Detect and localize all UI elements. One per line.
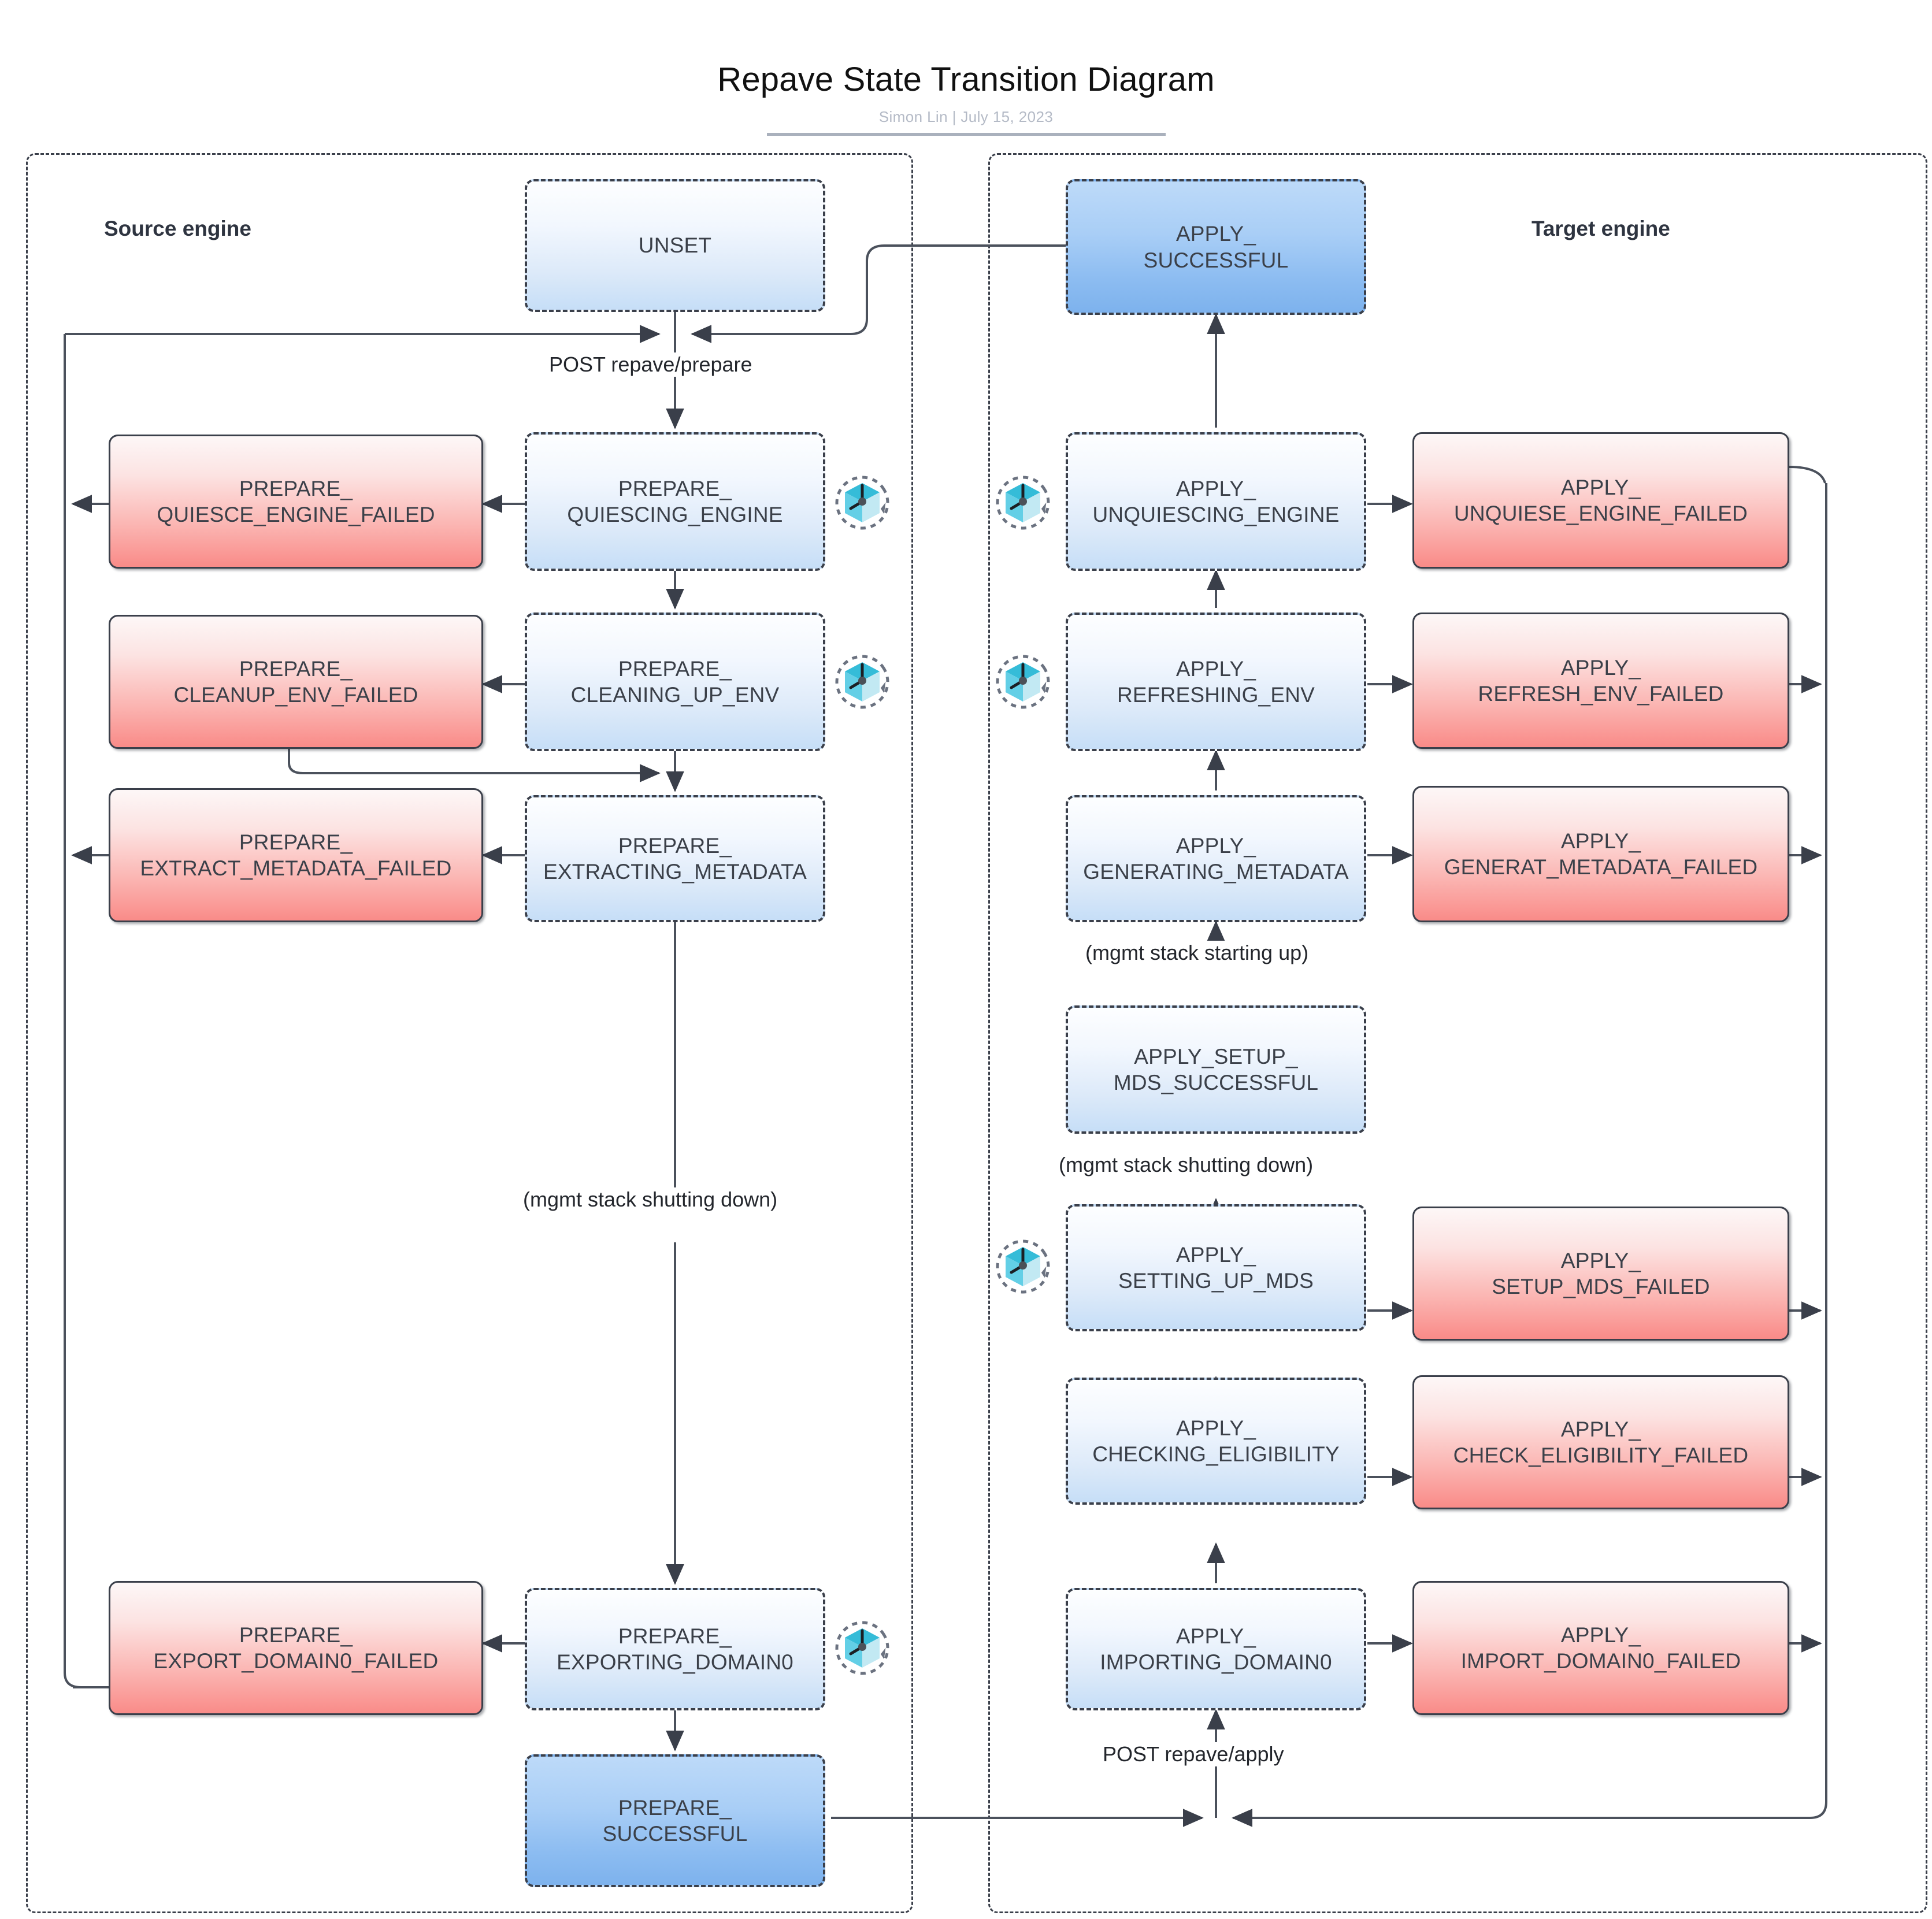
state-prepare-quiesce-engine-failed[interactable]: PREPARE_ QUIESCE_ENGINE_FAILED [109, 435, 483, 569]
state-apply-generating-metadata[interactable]: APPLY_ GENERATING_METADATA [1066, 795, 1366, 922]
edge-label-post-repave-apply: POST repave/apply [1097, 1742, 1290, 1766]
byline: Simon Lin | July 15, 2023 [878, 107, 1054, 125]
state-apply-refresh-env-failed[interactable]: APPLY_ REFRESH_ENV_FAILED [1412, 613, 1789, 749]
state-prepare-quiescing-engine[interactable]: PREPARE_ QUIESCING_ENGINE [525, 432, 825, 571]
state-apply-unquiescing-engine[interactable]: APPLY_ UNQUIESCING_ENGINE [1066, 432, 1366, 571]
edge-label-mgmt-shutting-down-target: (mgmt stack shutting down) [1053, 1153, 1319, 1177]
state-prepare-extracting-metadata[interactable]: PREPARE_ EXTRACTING_METADATA [525, 795, 825, 922]
title-block: Repave State Transition Diagram Simon Li… [0, 62, 1932, 136]
state-prepare-cleanup-env-failed[interactable]: PREPARE_ CLEANUP_ENV_FAILED [109, 615, 483, 749]
state-apply-refreshing-env[interactable]: APPLY_ REFRESHING_ENV [1066, 613, 1366, 751]
title-divider [766, 132, 1166, 136]
state-apply-check-eligibility-failed[interactable]: APPLY_ CHECK_ELIGIBILITY_FAILED [1412, 1375, 1789, 1509]
cube-clock-retry-icon [832, 652, 892, 712]
edge-label-post-repave-prepare: POST repave/prepare [543, 352, 758, 377]
state-unset[interactable]: UNSET [525, 179, 825, 312]
state-apply-successful[interactable]: APPLY_ SUCCESSFUL [1066, 179, 1366, 315]
edge-label-mgmt-starting-up: (mgmt stack starting up) [1080, 941, 1315, 965]
state-apply-importing-domain0[interactable]: APPLY_ IMPORTING_DOMAIN0 [1066, 1588, 1366, 1710]
lane-target-engine [988, 153, 1927, 1913]
state-prepare-exporting-domain0[interactable]: PREPARE_ EXPORTING_DOMAIN0 [525, 1588, 825, 1710]
cube-clock-retry-icon [832, 473, 892, 533]
state-apply-setup-mds-successful[interactable]: APPLY_SETUP_ MDS_SUCCESSFUL [1066, 1005, 1366, 1134]
state-apply-generat-metadata-failed[interactable]: APPLY_ GENERAT_METADATA_FAILED [1412, 786, 1789, 922]
cube-clock-retry-icon [993, 1237, 1053, 1297]
lane-title-target: Target engine [1531, 217, 1670, 240]
state-prepare-cleaning-up-env[interactable]: PREPARE_ CLEANING_UP_ENV [525, 613, 825, 751]
lane-title-source: Source engine [104, 217, 251, 240]
state-apply-setting-up-mds[interactable]: APPLY_ SETTING_UP_MDS [1066, 1204, 1366, 1331]
state-apply-setup-mds-failed[interactable]: APPLY_ SETUP_MDS_FAILED [1412, 1207, 1789, 1341]
edge-label-mgmt-shutting-down-source: (mgmt stack shutting down) [517, 1187, 784, 1212]
state-apply-unquiese-engine-failed[interactable]: APPLY_ UNQUIESE_ENGINE_FAILED [1412, 432, 1789, 569]
state-prepare-successful[interactable]: PREPARE_ SUCCESSFUL [525, 1754, 825, 1887]
lane-source-engine [26, 153, 913, 1913]
state-prepare-extract-metadata-failed[interactable]: PREPARE_ EXTRACT_METADATA_FAILED [109, 788, 483, 922]
page-title: Repave State Transition Diagram [717, 61, 1215, 98]
cube-clock-retry-icon [993, 652, 1053, 712]
cube-clock-retry-icon [832, 1618, 892, 1678]
state-prepare-export-domain0-failed[interactable]: PREPARE_ EXPORT_DOMAIN0_FAILED [109, 1581, 483, 1715]
state-apply-import-domain0-failed[interactable]: APPLY_ IMPORT_DOMAIN0_FAILED [1412, 1581, 1789, 1715]
state-apply-checking-eligibility[interactable]: APPLY_ CHECKING_ELIGIBILITY [1066, 1378, 1366, 1505]
cube-clock-retry-icon [993, 473, 1053, 533]
